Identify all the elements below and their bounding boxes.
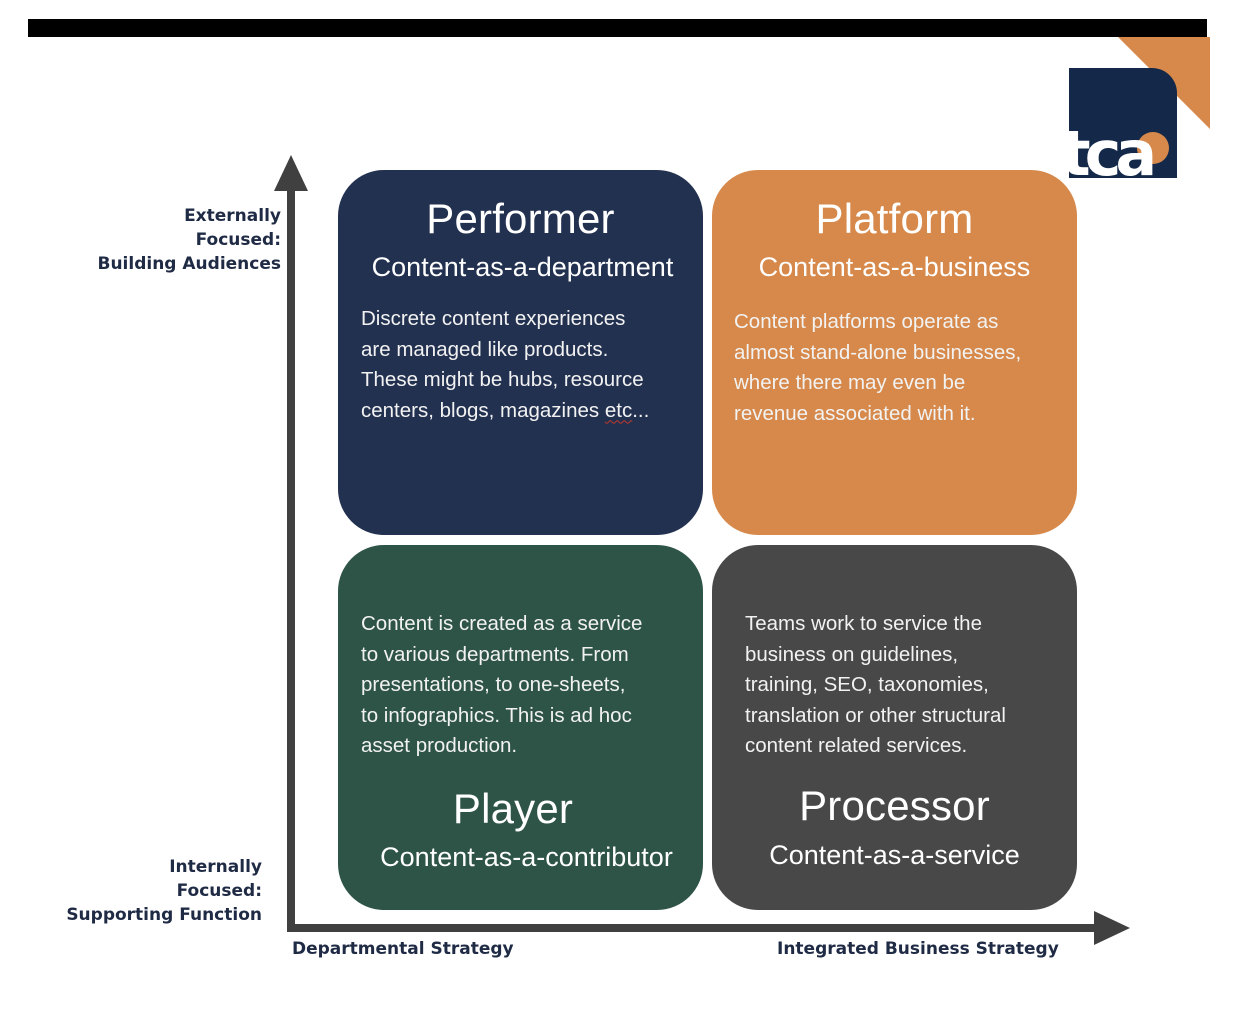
y-axis-arrowhead xyxy=(274,155,308,191)
quadrant-subtitle: Content-as-a-department xyxy=(371,252,674,282)
y-top-label-line: Building Audiences xyxy=(97,254,281,274)
quadrant-subtitle: Content-as-a-contributor xyxy=(380,842,673,872)
description-ellipsis: ... xyxy=(632,398,650,422)
description-line: where there may even be xyxy=(734,371,966,394)
description-line: Teams work to service the xyxy=(745,612,982,635)
description-line: These might be hubs, resource xyxy=(361,368,644,391)
description-line: business on guidelines, xyxy=(745,642,959,666)
y-top-label-line: Externally xyxy=(184,206,281,226)
x-axis-left-label: Departmental Strategy xyxy=(292,939,514,959)
quadrant-title: Performer xyxy=(426,195,615,242)
description-line: content related services. xyxy=(745,734,968,757)
quadrant-subtitle: Content-as-a-business xyxy=(758,252,1031,282)
top-black-bar xyxy=(28,19,1207,37)
description-line: centers, blogs, magazines etc... xyxy=(361,396,696,427)
description-line: Content platforms operate as xyxy=(734,310,999,333)
y-bottom-label-line: Supporting Function xyxy=(66,905,262,925)
description-line: training, SEO, taxonomies, xyxy=(745,673,989,696)
description-line: to infographics. This is ad hoc xyxy=(361,703,632,727)
quadrant-title: Player xyxy=(452,785,574,832)
description-line: presentations, to one-sheets, xyxy=(361,673,626,696)
description-line: are managed like products. xyxy=(361,337,609,361)
quadrant-subtitle: Content-as-a-service xyxy=(769,840,1020,870)
quadrant-title: Platform xyxy=(815,195,974,242)
y-bottom-label-line: Focused: xyxy=(176,881,262,901)
quadrant-processor: Teams work to service the business on gu… xyxy=(712,545,1077,910)
description-line: asset production. xyxy=(361,734,518,757)
spellcheck-underlined-word: etc xyxy=(604,398,633,422)
y-axis-top-label: Externally Focused: Building Audiences xyxy=(97,204,281,276)
x-axis-arrowhead xyxy=(1094,911,1130,945)
quadrant-description: Discrete content experiences are managed… xyxy=(361,304,696,426)
description-text: centers, blogs, magazines xyxy=(361,398,605,422)
quadrant-description: Teams work to service the business on gu… xyxy=(745,609,1075,762)
quadrant-platform: Platform Content-as-a-business Content p… xyxy=(712,170,1077,535)
quadrant-description: Content platforms operate as almost stan… xyxy=(734,307,1074,429)
y-top-label-line: Focused: xyxy=(195,230,281,250)
x-axis-right-label: Integrated Business Strategy xyxy=(777,939,1059,959)
description-line: Discrete content experiences xyxy=(361,307,626,330)
quadrant-title: Processor xyxy=(799,782,990,829)
description-line: Content is created as a service xyxy=(361,612,643,635)
description-line: almost stand-alone businesses, xyxy=(734,340,1022,364)
description-line: translation or other structural xyxy=(745,703,1006,727)
description-line: to various departments. From xyxy=(361,642,629,666)
y-bottom-label-line: Internally xyxy=(169,857,262,877)
y-axis-bottom-label: Internally Focused: Supporting Function xyxy=(66,855,262,927)
quadrant-player: Content is created as a service to vario… xyxy=(338,545,703,910)
quadrant-performer: Performer Content-as-a-department Discre… xyxy=(338,170,703,535)
quadrant-description: Content is created as a service to vario… xyxy=(361,609,696,762)
description-line: revenue associated with it. xyxy=(734,401,976,425)
